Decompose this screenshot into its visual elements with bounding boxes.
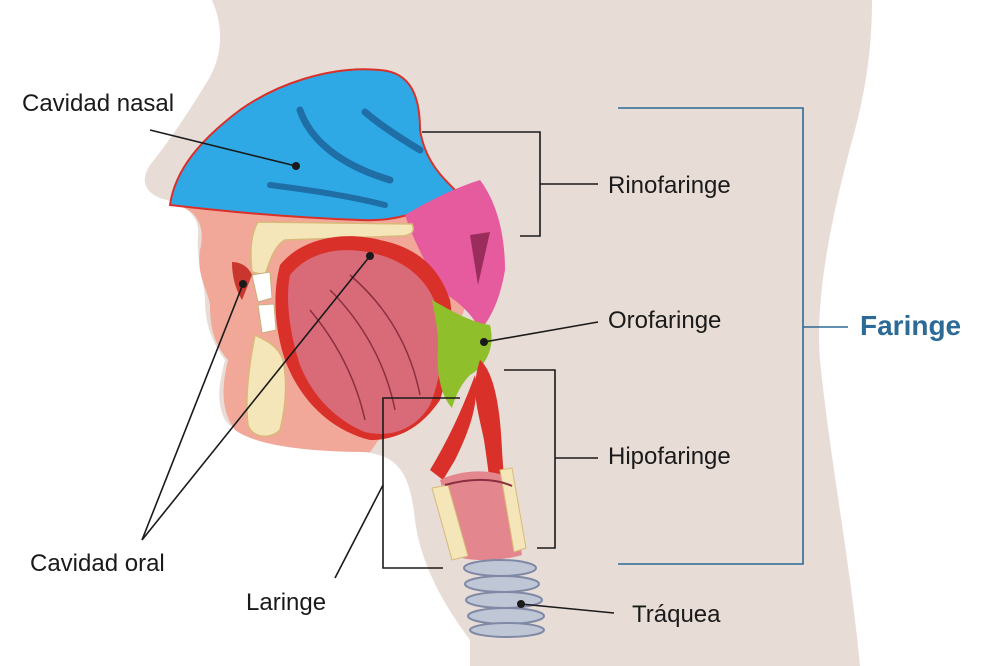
- nasopharynx-shape: [405, 180, 505, 330]
- tongue-shape: [288, 250, 442, 434]
- palate-bone: [250, 221, 414, 276]
- oropharynx-shape: [432, 300, 492, 408]
- label-trachea: Tráquea: [632, 601, 721, 628]
- label-hypopharynx: Hipofaringe: [608, 443, 731, 470]
- label-larynx: Laringe: [246, 589, 327, 616]
- label-nasal-cavity: Cavidad nasal: [22, 90, 175, 117]
- label-nasopharynx: Rinofaringe: [608, 172, 731, 199]
- label-oropharynx: Orofaringe: [608, 307, 722, 334]
- label-oral-cavity: Cavidad oral: [30, 550, 165, 577]
- upper-tooth: [251, 271, 273, 303]
- trachea-rings: [463, 559, 545, 638]
- pharynx-bracket: [618, 107, 804, 565]
- label-pharynx: Faringe: [860, 310, 962, 341]
- nasal-cavity-shape: [168, 68, 457, 222]
- leader-lines: [141, 129, 615, 614]
- lower-tooth: [257, 303, 277, 334]
